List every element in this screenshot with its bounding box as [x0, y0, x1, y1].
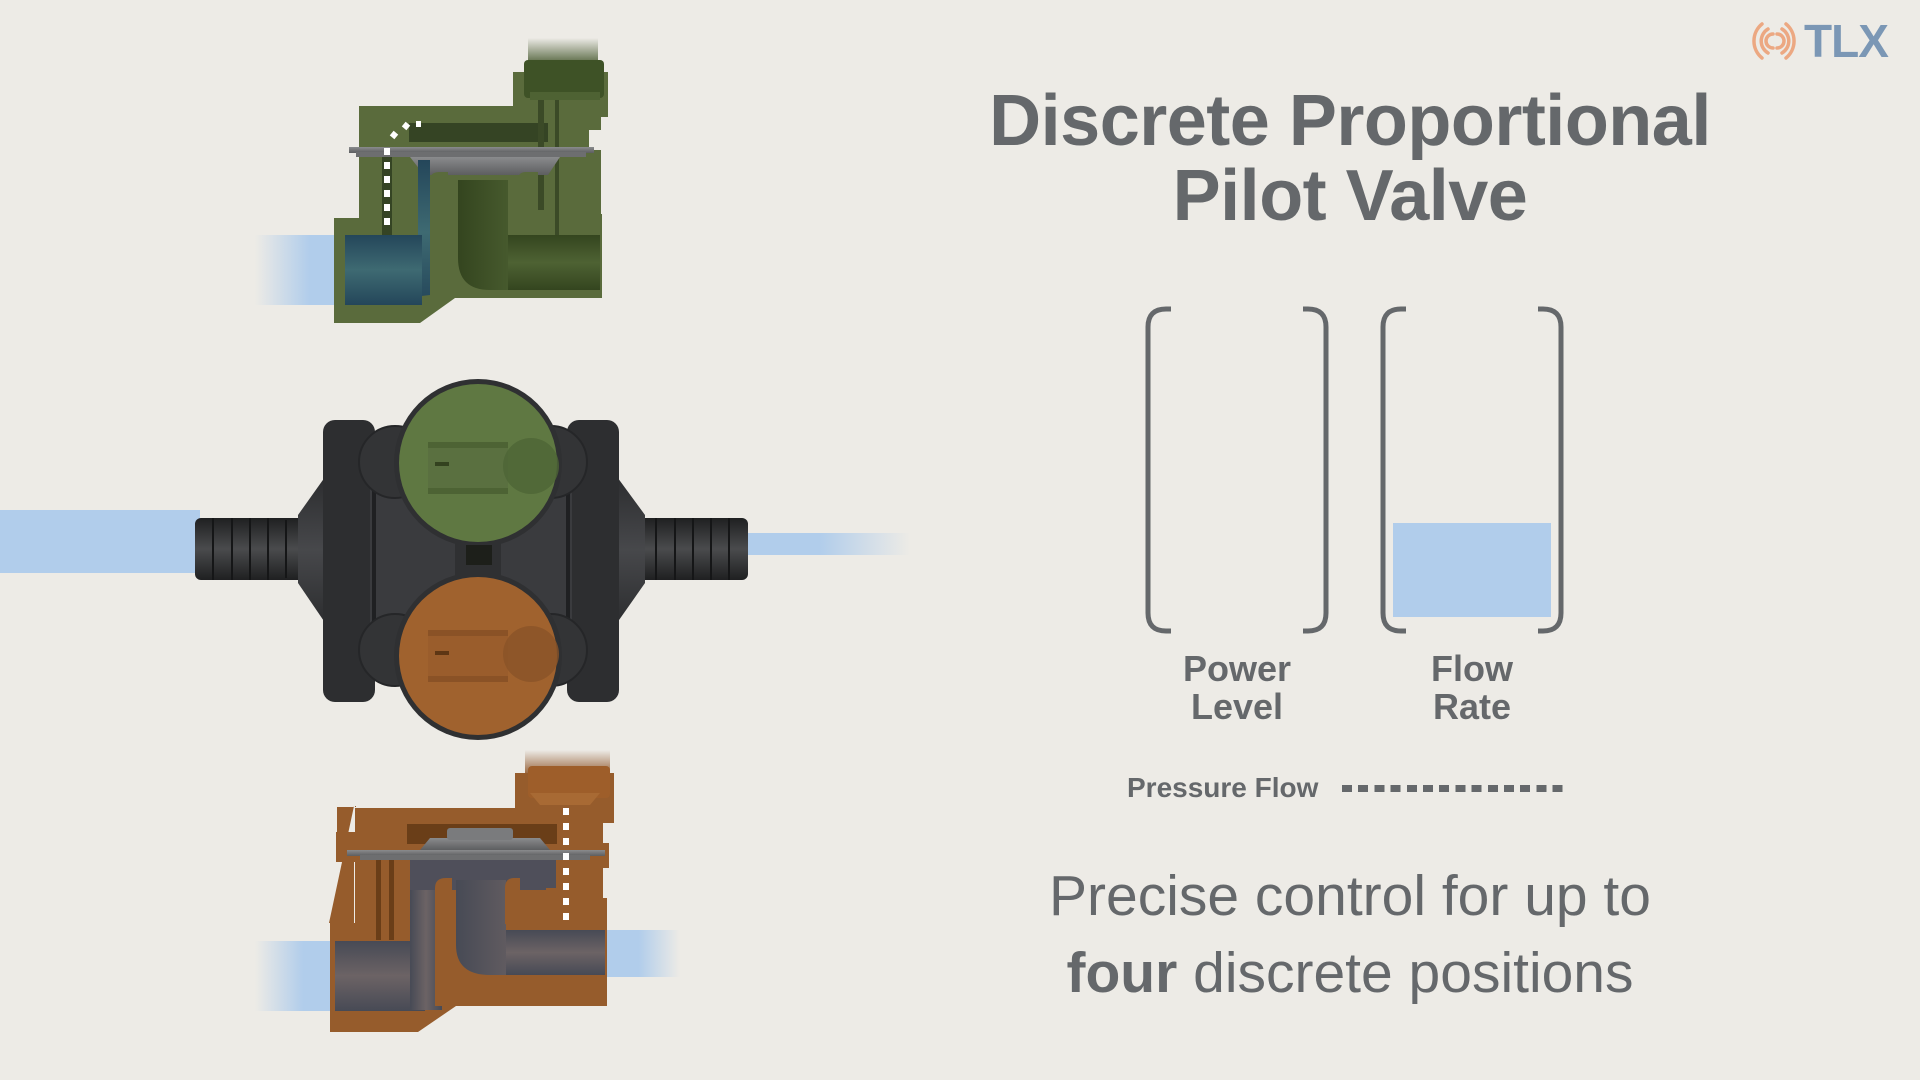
center-valve-assembly	[0, 379, 910, 740]
bracket-frame-icon	[1380, 306, 1564, 634]
bracket-frame-icon	[1145, 306, 1329, 634]
caption-line-1: Precise control for up to	[1049, 864, 1651, 928]
flow-rate-label: Flow Rate	[1431, 648, 1513, 727]
power-level-label: Power Level	[1182, 648, 1292, 727]
page-title: Discrete Proportional Pilot Valve	[900, 84, 1800, 234]
dashed-line-icon	[1342, 784, 1570, 792]
power-level-gauge	[1144, 305, 1330, 635]
pressure-flow-legend: Pressure Flow	[1127, 770, 1570, 806]
title-line-1: Discrete Proportional	[989, 81, 1711, 161]
flow-rate-gauge	[1379, 305, 1565, 635]
caption-line-2: four discrete positions	[900, 935, 1800, 1012]
valve-illustration	[0, 38, 910, 1032]
logo-text: TLX	[1804, 15, 1889, 67]
caption-emphasis: four	[1066, 941, 1178, 1005]
tlx-logo: TLX	[1748, 16, 1898, 66]
orange-valve-cross-section	[255, 750, 680, 1032]
green-valve-cross-section	[255, 38, 608, 323]
caption-rest: discrete positions	[1177, 941, 1634, 1005]
signal-waves-icon	[1752, 22, 1796, 60]
flow-rate-fill	[1393, 523, 1551, 617]
legend-label: Pressure Flow	[1127, 772, 1319, 803]
caption: Precise control for up to four discrete …	[900, 858, 1800, 1012]
title-line-2: Pilot Valve	[1172, 156, 1528, 236]
